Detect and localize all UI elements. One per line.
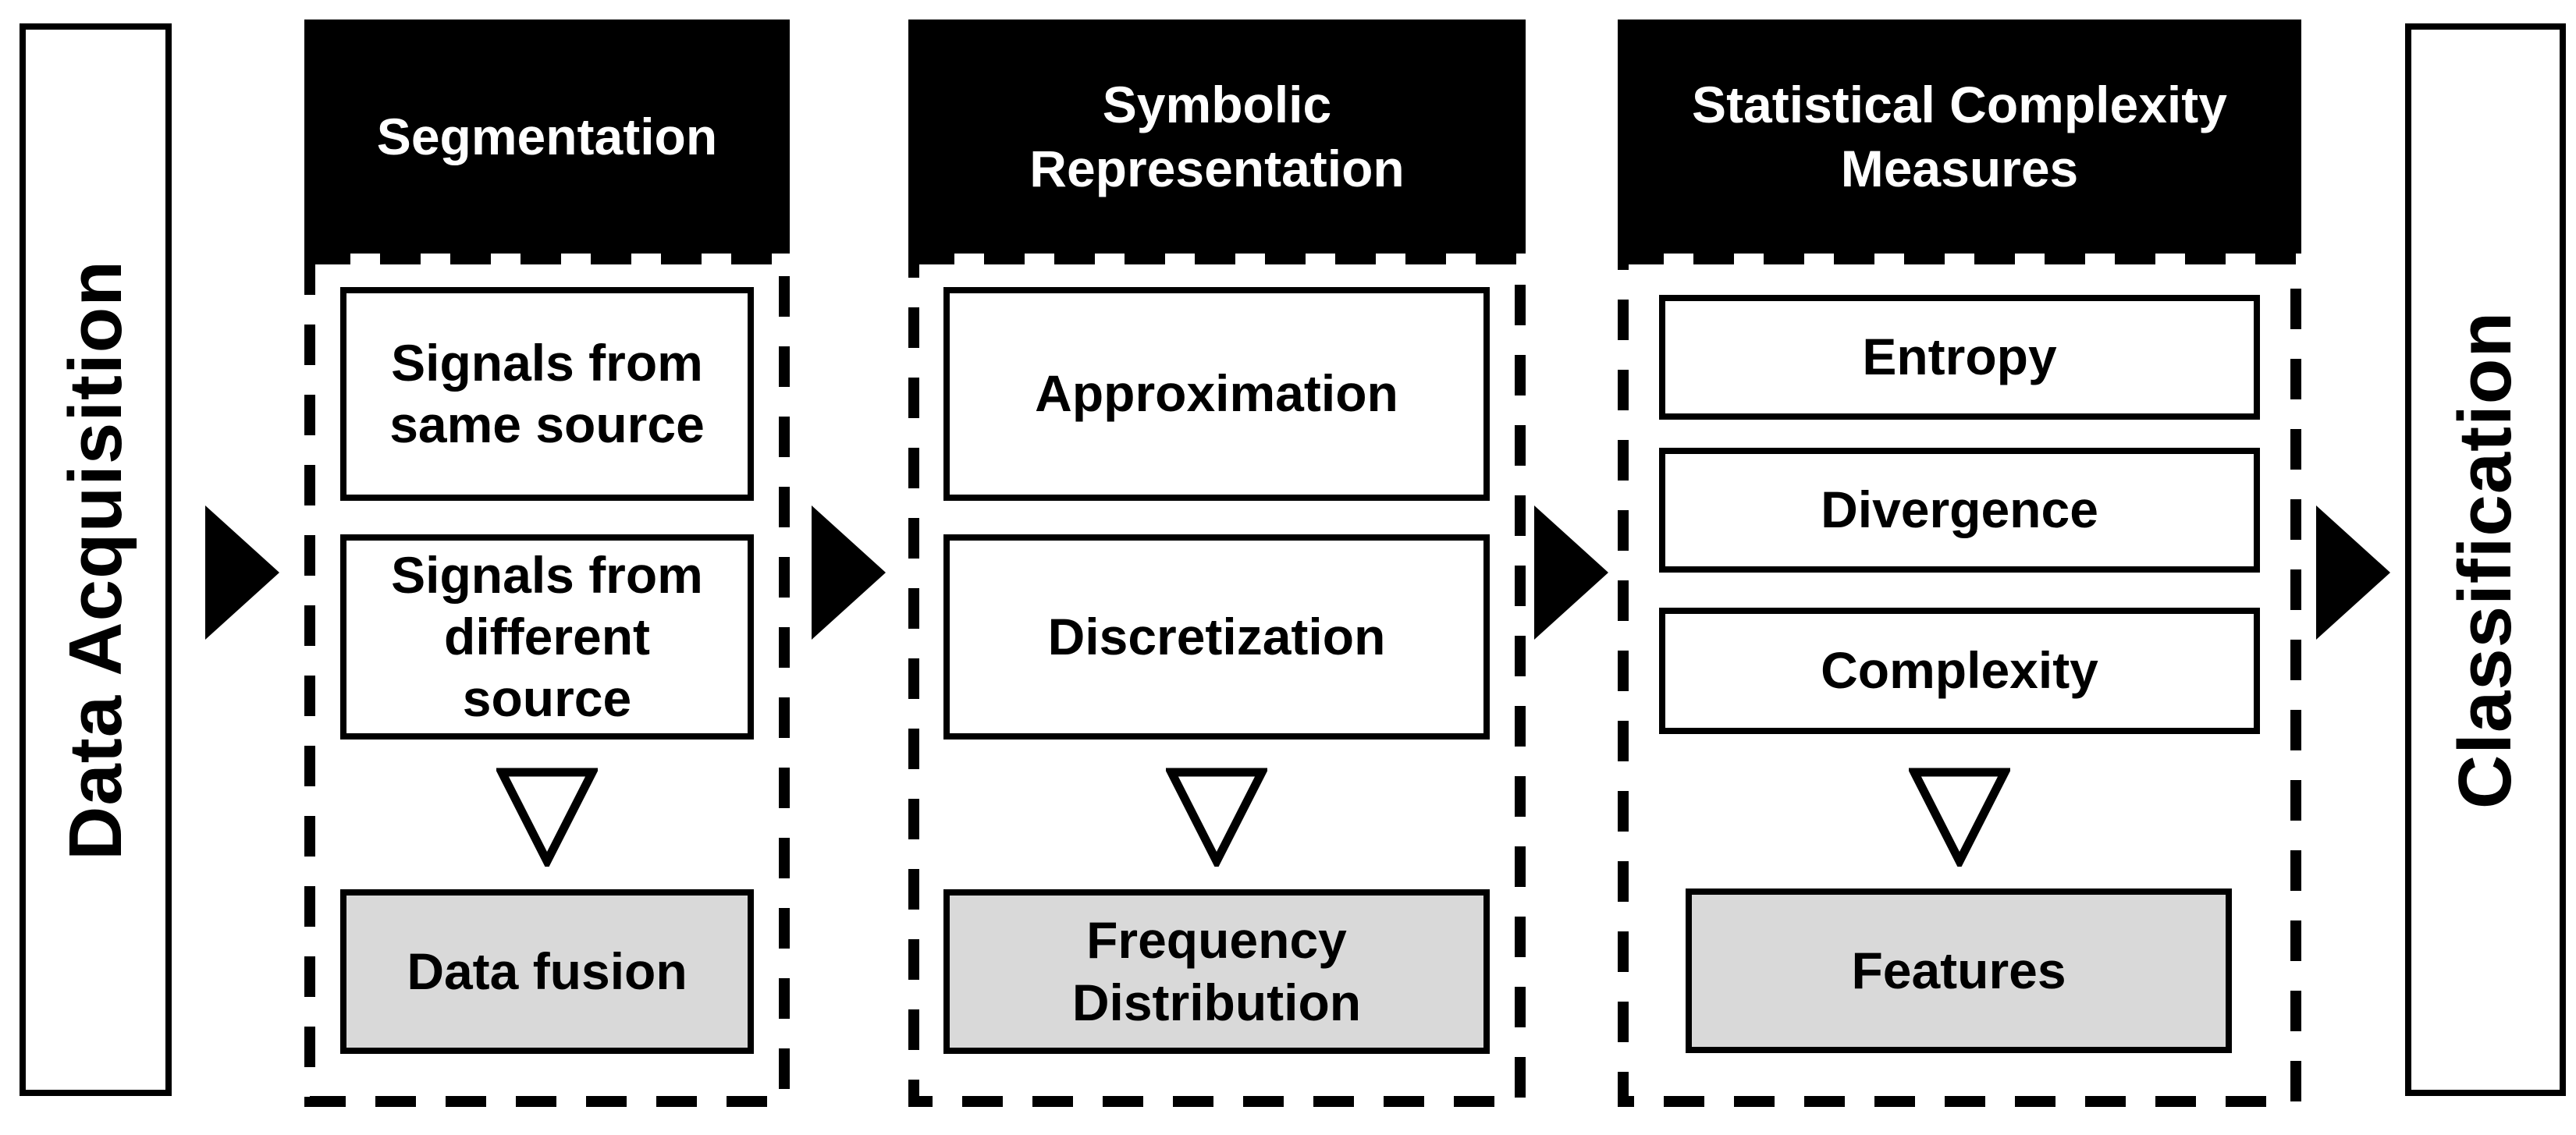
flow-arrow-icon xyxy=(2316,505,2390,640)
step-box: Complexity xyxy=(1659,608,2260,734)
data-acquisition-label: Data Acquisition xyxy=(53,259,137,860)
flow-arrow-icon xyxy=(205,505,279,640)
stage-header: Symbolic Representation xyxy=(908,20,1526,254)
funnel-down-triangle-icon xyxy=(496,768,598,867)
funnel-down-triangle-icon xyxy=(1909,768,2010,867)
step-box: Entropy xyxy=(1659,295,2260,420)
data-acquisition-stage-box: Data Acquisition xyxy=(20,23,172,1096)
stage-dashed-border xyxy=(1618,254,2301,1107)
funnel-down-triangle-icon xyxy=(1166,768,1267,867)
stage-header: Statistical Complexity Measures xyxy=(1618,20,2301,254)
step-box: Signals from same source xyxy=(340,287,754,501)
symbolic-representation-stage: Symbolic Representation Approximation Di… xyxy=(908,20,1526,1112)
step-box: Signals from different source xyxy=(340,534,754,740)
statistical-complexity-stage: Statistical Complexity Measures Entropy … xyxy=(1618,20,2301,1112)
flow-arrow-icon xyxy=(812,505,886,640)
step-box: Divergence xyxy=(1659,448,2260,573)
stage-dashed-border xyxy=(908,254,1526,1107)
result-box: Features xyxy=(1686,888,2232,1053)
stage-header: Segmentation xyxy=(304,20,790,254)
result-box: Data fusion xyxy=(340,889,754,1054)
step-box: Approximation xyxy=(943,287,1490,501)
classification-label: Classification xyxy=(2443,310,2527,809)
classification-stage-box: Classification xyxy=(2405,23,2566,1096)
flow-arrow-icon xyxy=(1534,505,1608,640)
result-box: Frequency Distribution xyxy=(943,889,1490,1054)
step-box: Discretization xyxy=(943,534,1490,740)
stage-dashed-border xyxy=(304,254,790,1107)
segmentation-stage: Segmentation Signals from same source Si… xyxy=(304,20,790,1112)
